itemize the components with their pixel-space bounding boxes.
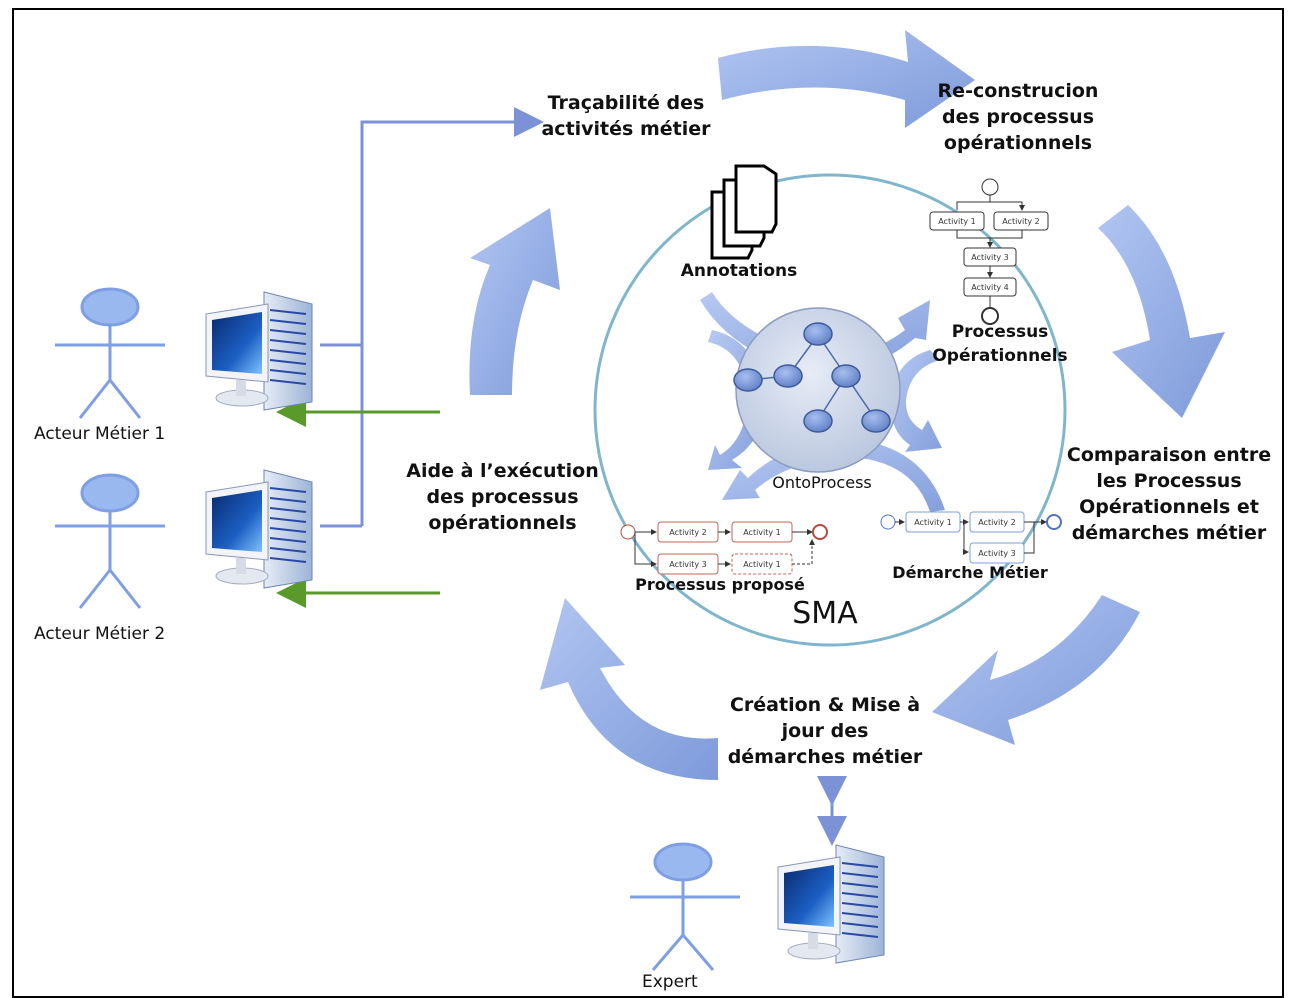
cycle-arrow-right-upper	[1098, 205, 1225, 418]
proposed-start	[620, 524, 636, 540]
computer-icon-expert	[777, 844, 885, 964]
label-demarche-metier: Démarche Métier	[892, 563, 1048, 582]
process-top-diagram: Activity 1 Activity 2 Activity 3 Activit…	[929, 178, 1049, 325]
tracabilite-connectors	[320, 107, 544, 528]
diagram-frame	[12, 8, 1284, 998]
onto-node-6	[861, 409, 891, 433]
onto-node-3	[831, 364, 861, 388]
swirl-arrow-3	[890, 350, 942, 452]
onto-node-2	[773, 364, 803, 388]
cycle-arrow-bottom	[540, 598, 718, 780]
demarche-label-1: Activity 1	[914, 518, 952, 527]
ontoprocess-nodes	[733, 322, 891, 433]
label-annotations: Annotations	[680, 261, 798, 281]
demarche-start	[880, 514, 896, 530]
process-top-label-3: Activity 3	[971, 253, 1009, 262]
cycle-arrow-right-lower	[932, 595, 1140, 745]
label-processus-propose: Processus proposé	[635, 575, 805, 594]
proposed-label-2: Activity 2	[669, 528, 707, 537]
label-tracabilite: Traçabilité des activités métier	[541, 92, 711, 140]
process-top-label-4: Activity 4	[971, 283, 1009, 292]
expert-label: Expert	[642, 972, 698, 992]
onto-node-1	[803, 322, 833, 346]
cycle-arrow-top	[718, 30, 975, 128]
actor-2-label: Acteur Métier 2	[34, 624, 166, 644]
process-top-activity-2	[993, 211, 1049, 231]
demarche-label-3: Activity 3	[978, 549, 1016, 558]
proposed-label-3: Activity 3	[669, 560, 707, 569]
proposed-label-1b: Activity 1	[743, 560, 781, 569]
computer-icon-2	[205, 469, 313, 589]
label-aide: Aide à l’exécution des processus opérati…	[406, 460, 599, 534]
label-sma: SMA	[792, 596, 858, 631]
process-demarche-diagram: Activity 1 Activity 2 Activity 3	[880, 511, 1062, 564]
process-top-label-1: Activity 1	[938, 217, 976, 226]
ontoprocess-circle	[735, 307, 901, 473]
proposed-label-1: Activity 1	[743, 528, 781, 537]
onto-node-4	[733, 368, 763, 392]
expert-figure	[630, 842, 740, 971]
cycle-arrow-left	[469, 208, 560, 395]
process-top-start	[981, 178, 999, 196]
sma-ring	[593, 173, 1067, 647]
proposed-end	[812, 524, 828, 540]
label-comparaison: Comparaison entre les Processus Opératio…	[1066, 444, 1272, 544]
label-reconstruction: Re-construcion des processus opérationne…	[937, 80, 1099, 154]
actor-1-figure	[55, 287, 165, 419]
demarche-end	[1046, 514, 1062, 530]
onto-node-5	[803, 409, 833, 433]
actor-1-label: Acteur Métier 1	[34, 424, 166, 444]
label-creation: Création & Mise à jour des démarches mét…	[727, 694, 923, 768]
process-top-end	[981, 307, 999, 325]
computer-icon-1	[205, 291, 313, 411]
demarche-label-2: Activity 2	[978, 518, 1016, 527]
actor-2-figure	[55, 473, 165, 609]
process-top-label-2: Activity 2	[1002, 217, 1040, 226]
label-processus-operationnels: Processus Opérationnels	[932, 322, 1068, 366]
label-ontoprocess: OntoProcess	[772, 473, 872, 492]
process-proposed-diagram: Activity 2 Activity 1 Activity 3 Activit…	[620, 521, 828, 575]
annotations-documents-icon	[710, 164, 778, 260]
